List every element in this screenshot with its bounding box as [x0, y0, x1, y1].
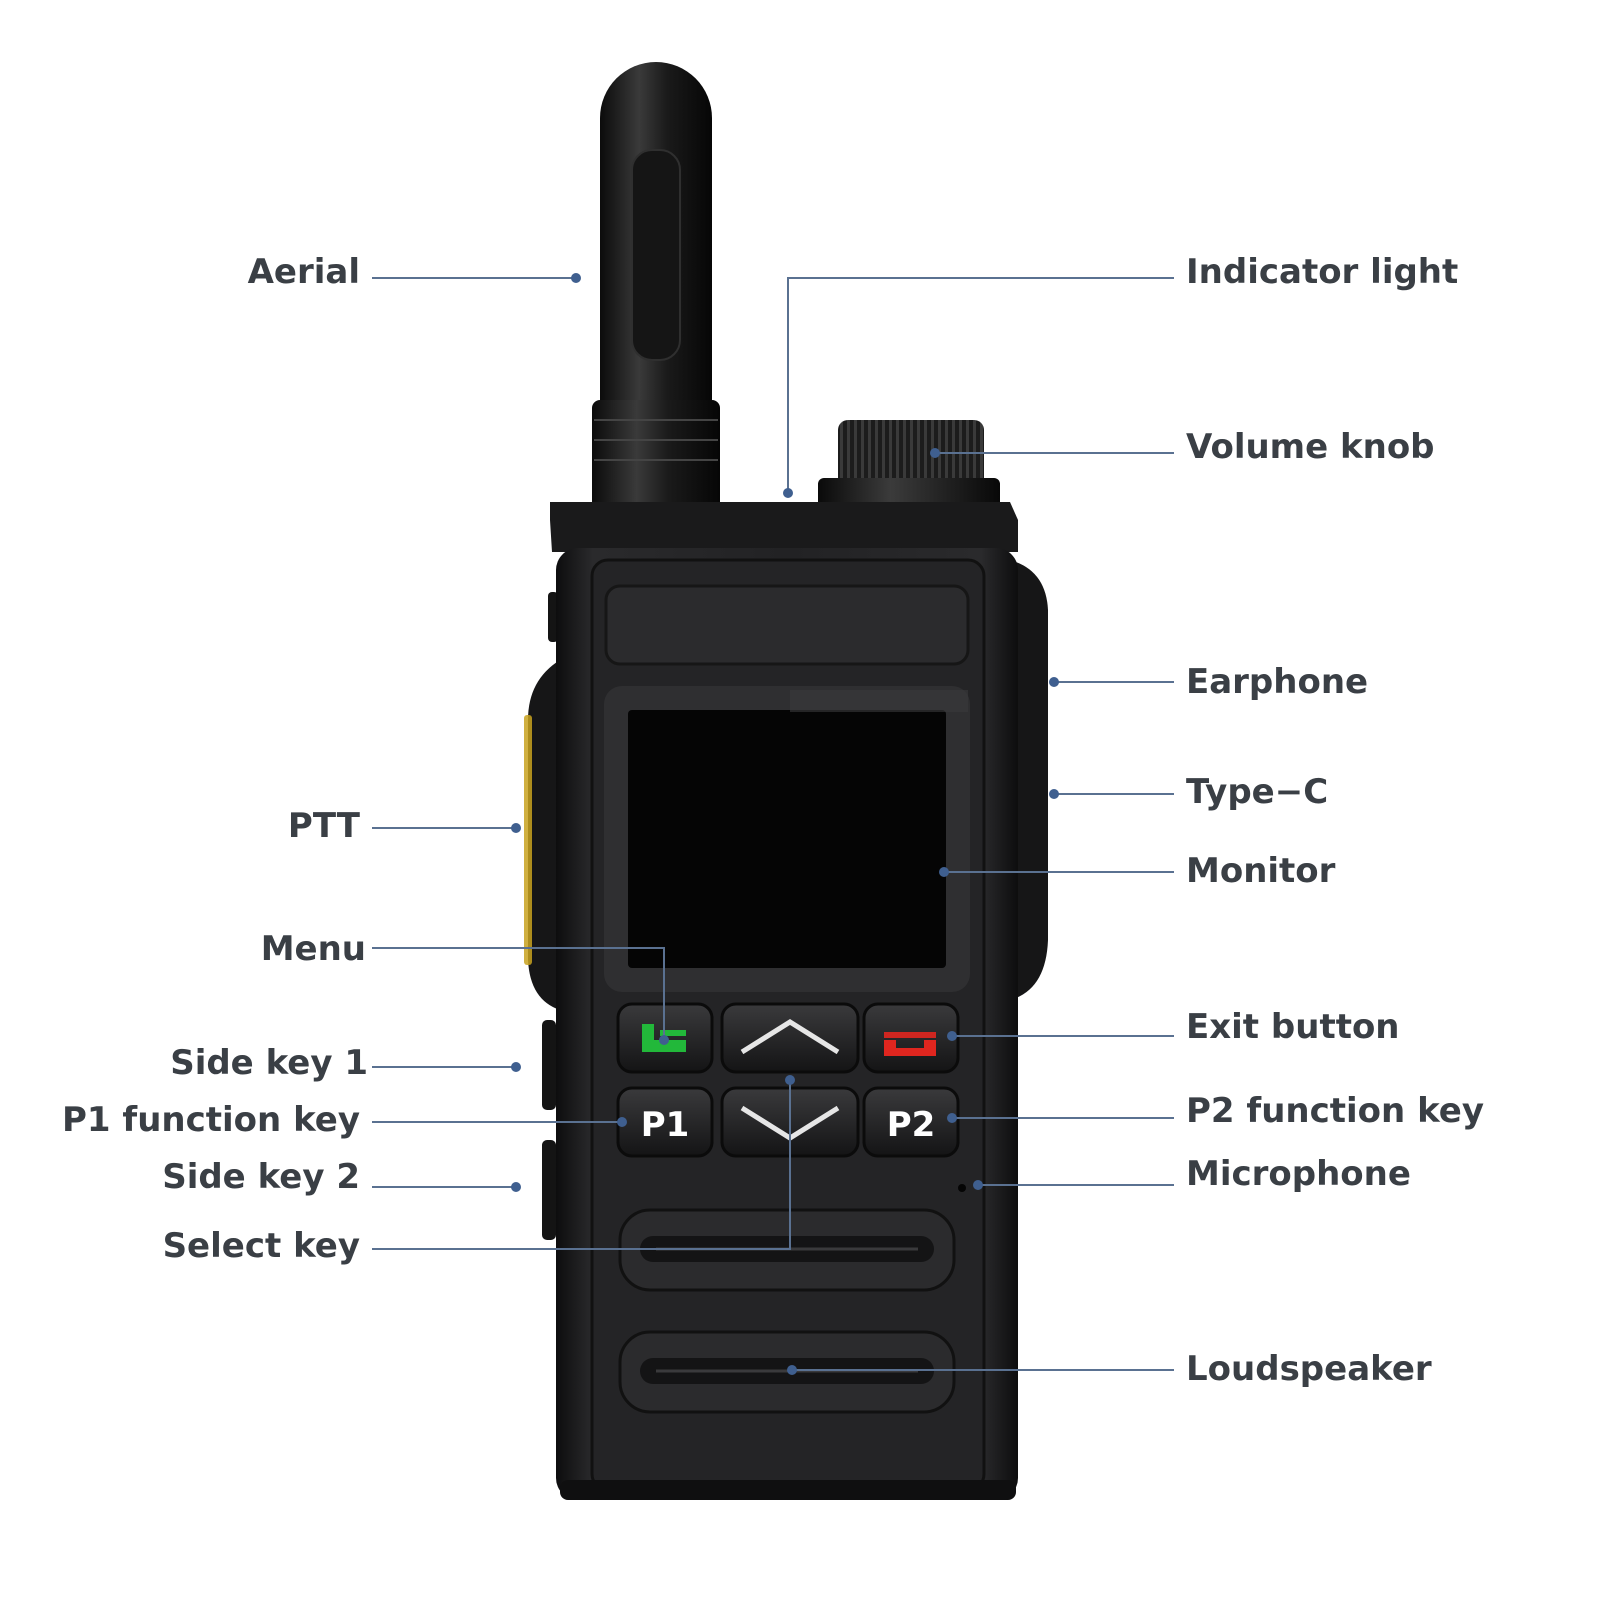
label-side-key-1: Side key 1 [170, 1043, 368, 1083]
p1-keycap-text: P1 [641, 1105, 690, 1145]
side-key-1-button [542, 1020, 556, 1110]
label-select-key: Select key [163, 1226, 360, 1266]
label-earphone: Earphone [1186, 662, 1368, 702]
label-side-key-2: Side key 2 [162, 1157, 360, 1197]
label-microphone: Microphone [1186, 1154, 1411, 1194]
callout-labels: Aerial PTT Menu Side key 1 P1 function k… [62, 252, 1484, 1389]
label-loudspeaker: Loudspeaker [1186, 1349, 1432, 1389]
label-menu: Menu [261, 929, 366, 969]
monitor-screen [604, 686, 970, 992]
earphone-port-housing [1010, 560, 1048, 1000]
keypad: P1 P2 [616, 1002, 960, 1158]
red-hangup-icon [884, 1032, 936, 1056]
label-monitor: Monitor [1186, 851, 1336, 891]
p2-keycap-text: P2 [887, 1105, 936, 1145]
walkie-talkie-device: P1 P2 [524, 62, 1048, 1500]
microphone-hole [958, 1184, 966, 1192]
label-volume-knob: Volume knob [1186, 427, 1435, 467]
callout-dots [511, 273, 1059, 1375]
ptt-side-button [524, 660, 560, 1010]
side-key-2-button [542, 1140, 556, 1240]
label-p1-function-key: P1 function key [62, 1100, 360, 1140]
label-type-c: Type−C [1186, 772, 1328, 812]
p2-key: P2 [862, 1086, 960, 1158]
p1-key: P1 [616, 1086, 714, 1158]
label-ptt: PTT [288, 806, 361, 846]
label-exit-button: Exit button [1186, 1007, 1400, 1047]
aerial-antenna [592, 62, 720, 510]
green-call-icon [642, 1024, 686, 1052]
up-key [720, 1002, 860, 1074]
label-aerial: Aerial [248, 252, 360, 292]
label-p2-function-key: P2 function key [1186, 1091, 1484, 1131]
callouts [372, 277, 1174, 1371]
label-indicator-light: Indicator light [1186, 252, 1458, 292]
chevron-up-icon [740, 1019, 840, 1055]
loudspeaker-grille [618, 1330, 956, 1414]
exit-key [862, 1002, 960, 1074]
